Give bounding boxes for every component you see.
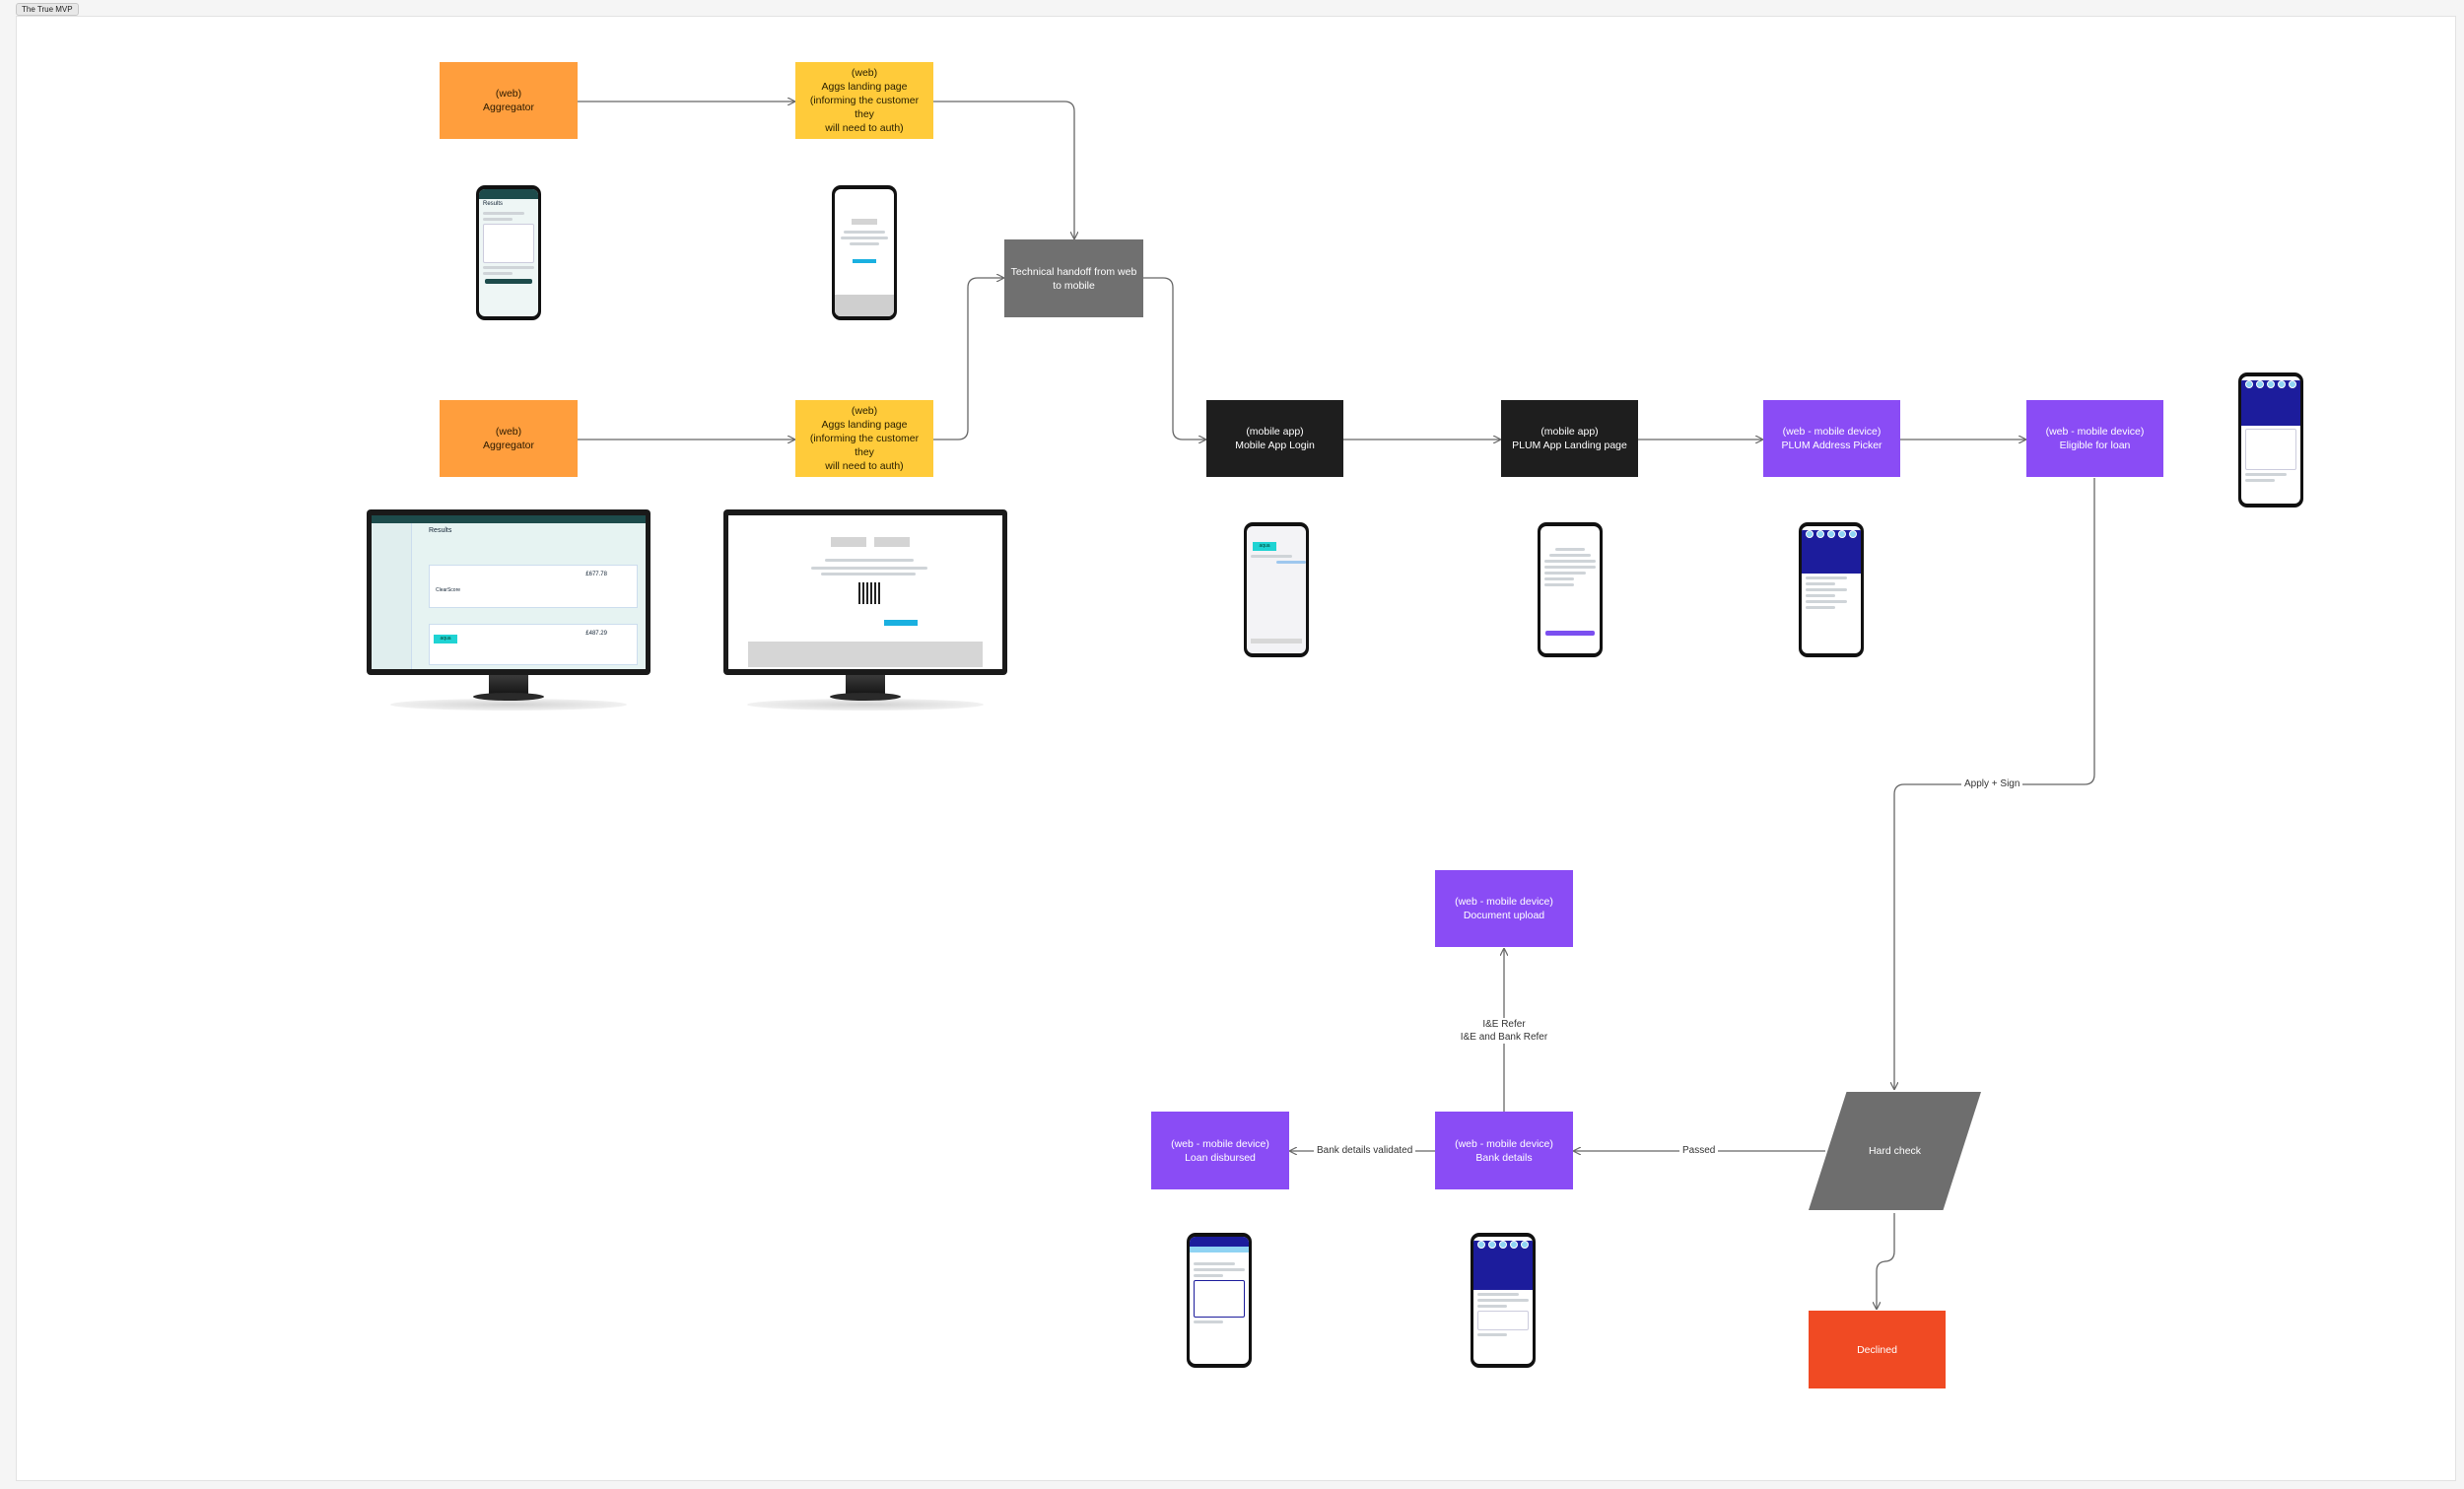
node-line: (web) xyxy=(495,426,522,438)
node-eligible-for-loan[interactable]: (web - mobile device) Eligible for loan xyxy=(2026,400,2163,477)
node-line: Aggregator xyxy=(483,102,534,113)
node-hard-check[interactable]: Hard check xyxy=(1809,1092,1981,1210)
node-line: (web) xyxy=(851,67,878,79)
node-plum-landing[interactable]: (mobile app) PLUM App Landing page xyxy=(1501,400,1638,477)
node-line: (web - mobile device) xyxy=(1455,896,1553,908)
node-line: (web - mobile device) xyxy=(2045,426,2145,438)
node-aggs-landing-1[interactable]: (web) Aggs landing page (informing the c… xyxy=(795,62,933,139)
phone-mockup-aggs-landing xyxy=(832,185,897,320)
monitor-mockup-aggregator-results: Results ClearScore £677.78 aqua £487.29 xyxy=(367,509,650,711)
edge-handoff-to-login xyxy=(1143,277,1205,440)
node-line: (informing the customer they xyxy=(809,433,920,458)
edge-label-bank-validated: Bank details validated xyxy=(1314,1144,1416,1157)
monitor-price-1: £677.78 xyxy=(585,572,607,577)
edge-label-refer-line1: I&E Refer xyxy=(1482,1019,1526,1030)
edge-label-passed: Passed xyxy=(1679,1144,1719,1157)
node-line: Aggs landing page xyxy=(821,81,908,93)
monitor-mockup-aggs-landing xyxy=(723,509,1007,711)
frame-title[interactable]: The True MVP xyxy=(16,3,79,16)
node-line: Bank details xyxy=(1475,1151,1533,1164)
node-line: Loan disbursed xyxy=(1185,1151,1256,1164)
node-line: will need to auth) xyxy=(825,122,904,134)
node-technical-handoff[interactable]: Technical handoff from web to mobile xyxy=(1004,239,1143,317)
node-bank-details[interactable]: (web - mobile device) Bank details xyxy=(1435,1112,1573,1189)
monitor-price-2: £487.29 xyxy=(585,631,607,637)
node-line: (mobile app) xyxy=(1540,426,1599,438)
monitor-results-title: Results xyxy=(429,527,452,534)
node-line: to mobile xyxy=(1053,279,1095,292)
edge-landing1-to-handoff xyxy=(933,101,1074,238)
phone-mockup-loan-disbursed xyxy=(1187,1233,1252,1368)
node-line: PLUM App Landing page xyxy=(1512,440,1627,451)
hard-check-label: Hard check xyxy=(1868,1145,1922,1157)
phone-mockup-eligible xyxy=(2238,372,2303,508)
node-line: Aggregator xyxy=(483,440,534,451)
node-line: (web - mobile device) xyxy=(1171,1137,1269,1150)
node-line: will need to auth) xyxy=(825,460,904,472)
phone-mockup-address-picker xyxy=(1799,522,1864,657)
edge-label-refer: I&E Refer I&E and Bank Refer xyxy=(1456,1018,1552,1044)
node-mobile-app-login[interactable]: (mobile app) Mobile App Login xyxy=(1206,400,1343,477)
monitor-aqua-logo: aqua xyxy=(434,635,457,643)
aqua-logo: aqua xyxy=(1253,542,1276,551)
edge-label-refer-line2: I&E and Bank Refer xyxy=(1460,1032,1548,1043)
node-line: (mobile app) xyxy=(1246,426,1304,438)
node-line: Declined xyxy=(1857,1343,1897,1356)
node-line: Document upload xyxy=(1463,910,1545,921)
node-line: Eligible for loan xyxy=(2059,440,2131,451)
edge-label-apply-sign: Apply + Sign xyxy=(1961,778,2023,790)
node-declined[interactable]: Declined xyxy=(1809,1311,1946,1388)
node-aggs-landing-2[interactable]: (web) Aggs landing page (informing the c… xyxy=(795,400,933,477)
monitor-brand-name: ClearScore xyxy=(436,587,461,593)
results-title: Results xyxy=(483,201,504,207)
node-line: PLUM Address Picker xyxy=(1781,440,1882,451)
node-line: Aggs landing page xyxy=(821,419,908,431)
node-line: (web) xyxy=(495,88,522,100)
node-document-upload[interactable]: (web - mobile device) Document upload xyxy=(1435,870,1573,947)
node-line: Technical handoff from web xyxy=(1010,265,1137,278)
node-line: (web - mobile device) xyxy=(1455,1137,1553,1150)
node-aggregator-1[interactable]: (web) Aggregator xyxy=(440,62,578,139)
node-aggregator-2[interactable]: (web) Aggregator xyxy=(440,400,578,477)
node-line: (web - mobile device) xyxy=(1782,426,1882,438)
node-address-picker[interactable]: (web - mobile device) PLUM Address Picke… xyxy=(1763,400,1900,477)
phone-mockup-aggregator-results: Results xyxy=(476,185,541,320)
edge-hardcheck-to-declined xyxy=(1877,1213,1895,1309)
phone-mockup-mobile-login: aqua xyxy=(1244,522,1309,657)
node-line: (informing the customer they xyxy=(809,95,920,120)
node-line: Mobile App Login xyxy=(1235,440,1315,451)
edge-landing2-to-handoff xyxy=(933,278,1003,440)
node-loan-disbursed[interactable]: (web - mobile device) Loan disbursed xyxy=(1151,1112,1289,1189)
node-line: (web) xyxy=(851,405,878,417)
phone-mockup-plum-landing xyxy=(1538,522,1603,657)
phone-mockup-bank-details xyxy=(1471,1233,1536,1368)
